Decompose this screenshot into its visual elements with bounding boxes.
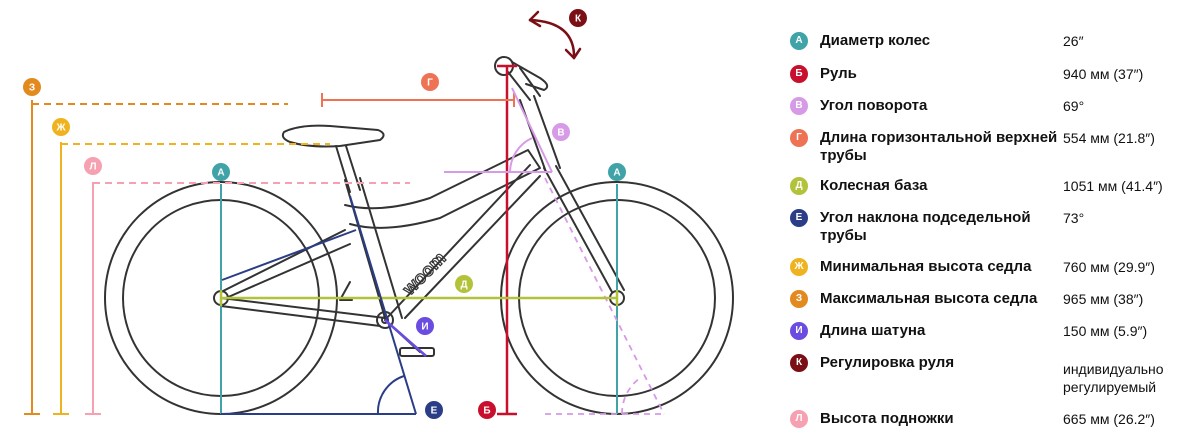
diagram-badge-i: И: [416, 317, 434, 335]
spec-name: Угол поворота: [820, 97, 928, 114]
svg-text:Е: Е: [431, 406, 438, 417]
seat-post: [335, 145, 361, 193]
svg-text:А: А: [217, 168, 224, 179]
diagram-badge-z: З: [23, 78, 41, 96]
spec-value: 760 мм (29.9″): [1063, 259, 1155, 275]
dimension-v: [444, 87, 553, 173]
top-tube: [344, 149, 541, 229]
spec-value: 26″: [1063, 33, 1084, 49]
dimension-g: [321, 93, 515, 107]
diagram-badge-v: В: [552, 123, 570, 141]
badge-a: А: [790, 32, 808, 50]
spec-name: Максимальная высота седла: [820, 290, 1038, 307]
diagram-badge-g: Г: [421, 73, 439, 91]
svg-text:Б: Б: [483, 406, 490, 417]
dimension-z: [24, 100, 288, 415]
spec-value: 150 мм (5.9″): [1063, 323, 1148, 339]
dimension-e: [221, 195, 417, 415]
badge-zh: Ж: [790, 258, 808, 276]
dimension-i: [384, 319, 427, 357]
dimension-l: [85, 182, 410, 415]
spec-value: 940 мм (37″): [1063, 66, 1144, 82]
spec-name: Диаметр колес: [820, 32, 931, 49]
spec-name: Руль: [820, 65, 857, 82]
badge-b: Б: [790, 65, 808, 83]
svg-text:А: А: [613, 168, 620, 179]
spec-name: Длина шатуна: [820, 322, 926, 339]
badge-i: И: [790, 322, 808, 340]
fork: [543, 165, 625, 293]
spec-name: Колесная база: [820, 177, 928, 194]
dimension-b: [497, 64, 517, 416]
badge-d: Д: [790, 177, 808, 195]
badge-g: Г: [790, 129, 808, 147]
handlebar: [511, 61, 549, 91]
diagram-badge-a-rear: А: [212, 163, 230, 181]
spec-name: Высота подножки: [820, 410, 954, 427]
spec-value: 69°: [1063, 98, 1085, 114]
spec-legend: А Диаметр колес 26″ Б Руль 940 мм (37″) …: [788, 0, 1200, 441]
bike-geometry-diagram: woom: [23, 9, 734, 419]
handlebar-adjust-arrow: [528, 10, 582, 60]
dimension-d: [219, 290, 619, 306]
svg-text:Л: Л: [89, 162, 96, 173]
spec-value: 1051 мм (41.4″): [1063, 178, 1163, 194]
svg-text:В: В: [557, 128, 564, 139]
diagram-badge-b: Б: [478, 401, 496, 419]
svg-text:Г: Г: [427, 78, 433, 89]
diagram-badge-l: Л: [84, 157, 102, 175]
badge-k: К: [790, 354, 808, 372]
spec-name: Угол наклона подседельной трубы: [820, 209, 1031, 244]
svg-text:Д: Д: [460, 280, 467, 291]
saddle: [281, 124, 385, 148]
diagram-badge-zh: Ж: [52, 118, 70, 136]
badge-v: В: [790, 97, 808, 115]
spec-name: Регулировка руля: [820, 354, 955, 371]
badge-e: Е: [790, 209, 808, 227]
diagram-badge-k: К: [569, 9, 587, 27]
dimension-zh: [53, 142, 330, 415]
svg-text:И: И: [421, 322, 428, 333]
bike-drawing: [104, 56, 734, 415]
seat-stay: [220, 229, 351, 299]
spec-value: 665 мм (26.2″): [1063, 411, 1155, 427]
spec-value: 554 мм (21.8″): [1063, 130, 1155, 146]
spec-value: 965 мм (38″): [1063, 291, 1144, 307]
svg-text:Ж: Ж: [55, 123, 66, 134]
kickstand: [339, 281, 353, 301]
spec-name: Минимальная высота седла: [820, 258, 1032, 275]
diagram-badge-d: Д: [455, 275, 473, 293]
front-wheel-dashed: [544, 177, 665, 415]
badge-l: Л: [790, 410, 808, 428]
diagram-badge-a-front: А: [608, 163, 626, 181]
stem: [507, 67, 541, 101]
badge-z: З: [790, 290, 808, 308]
spec-value: индивидуально регулируемый: [1063, 361, 1164, 395]
svg-text:З: З: [29, 83, 35, 94]
chain-stay: [220, 297, 386, 327]
diagram-badge-e: Е: [425, 401, 443, 419]
spec-name: Длина горизонтальной верхней трубы: [820, 129, 1058, 164]
svg-text:К: К: [575, 14, 582, 25]
spec-value: 73°: [1063, 210, 1085, 226]
brand-text: woom: [398, 248, 450, 300]
